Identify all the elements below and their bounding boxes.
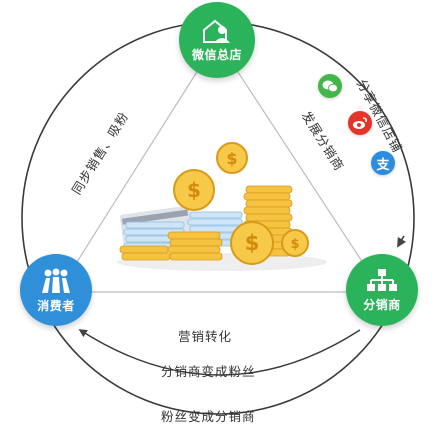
inner-bottom-arc (78, 329, 361, 376)
node-consumer: 消费者 (20, 254, 92, 326)
weibo-icon (348, 111, 372, 135)
alipay-icon: 支 (371, 151, 395, 175)
node-label: 分销商 (363, 297, 401, 312)
org-chart-icon (367, 268, 397, 291)
shop-user-icon (203, 19, 230, 43)
inner-triangle (56, 38, 384, 293)
dollar-coin-icon: $ (216, 142, 248, 174)
node-wechat-store: 微信总店 (179, 2, 255, 78)
svg-text:$: $ (226, 149, 237, 168)
node-label: 微信总店 (191, 47, 242, 62)
svg-text:$: $ (290, 237, 299, 252)
cycle-arrow-right (397, 235, 407, 248)
node-distributor: 分销商 (346, 254, 418, 326)
dollar-coin-icon: $ (281, 229, 309, 257)
people-icon (42, 268, 70, 293)
dollar-coin-icon: $ (173, 169, 215, 211)
dollar-coin-icon: $ (230, 221, 274, 265)
svg-text:$: $ (187, 178, 201, 202)
edge-label-marketing-conversion: 营销转化 (178, 329, 233, 344)
edge-label-fan-to-distributor: 粉丝变成分销商 (161, 409, 256, 424)
coins-illustration: $ $ $ $ (117, 142, 327, 271)
node-label: 消费者 (37, 298, 75, 313)
edge-label-distributor-to-fan: 分销商变成粉丝 (161, 364, 256, 379)
svg-text:$: $ (245, 231, 260, 255)
wechat-icon (318, 74, 342, 98)
